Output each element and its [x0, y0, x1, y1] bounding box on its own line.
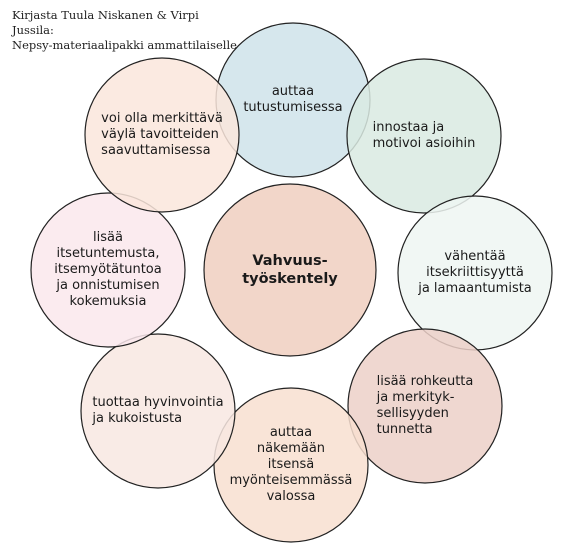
outer-circle-2: [346, 58, 502, 214]
outer-circle-label-5: auttaa näkemään itsensä myönteisemmässä …: [229, 425, 353, 504]
outer-circle-label-8: voi olla merkittävä väylä tavoitteiden s…: [101, 111, 223, 158]
outer-circle-7: [30, 192, 186, 348]
outer-circle-4: [347, 328, 503, 484]
source-citation: Kirjasta Tuula Niskanen & Virpi Jussila:…: [12, 8, 242, 53]
outer-circle-5: [213, 387, 369, 543]
outer-circle-label-1: auttaa tutustumisessa: [243, 84, 343, 115]
source-line-1: Kirjasta Tuula Niskanen & Virpi Jussila:: [12, 8, 199, 37]
outer-circle-label-2: innostaa ja motivoi asioihin: [372, 120, 476, 151]
center-label: Vahvuus- työskentely: [242, 253, 338, 287]
outer-circle-label-7: lisää itsetuntemusta, itsemyötätuntoa ja…: [54, 230, 162, 309]
outer-circle-label-6: tuottaa hyvinvointia ja kukoistusta: [92, 395, 224, 426]
outer-circle-8: [84, 57, 240, 213]
outer-circle-label-4: lisää rohkeutta ja merkityk- sellisyyden…: [376, 374, 474, 437]
center-circle: [203, 183, 377, 357]
outer-circle-label-3: vähentää itsekriittisyyttä ja lamaantumi…: [418, 249, 532, 296]
source-line-2: Nepsy-materiaalipakki ammattilaiselle: [12, 38, 237, 52]
outer-circle-6: [80, 333, 236, 489]
